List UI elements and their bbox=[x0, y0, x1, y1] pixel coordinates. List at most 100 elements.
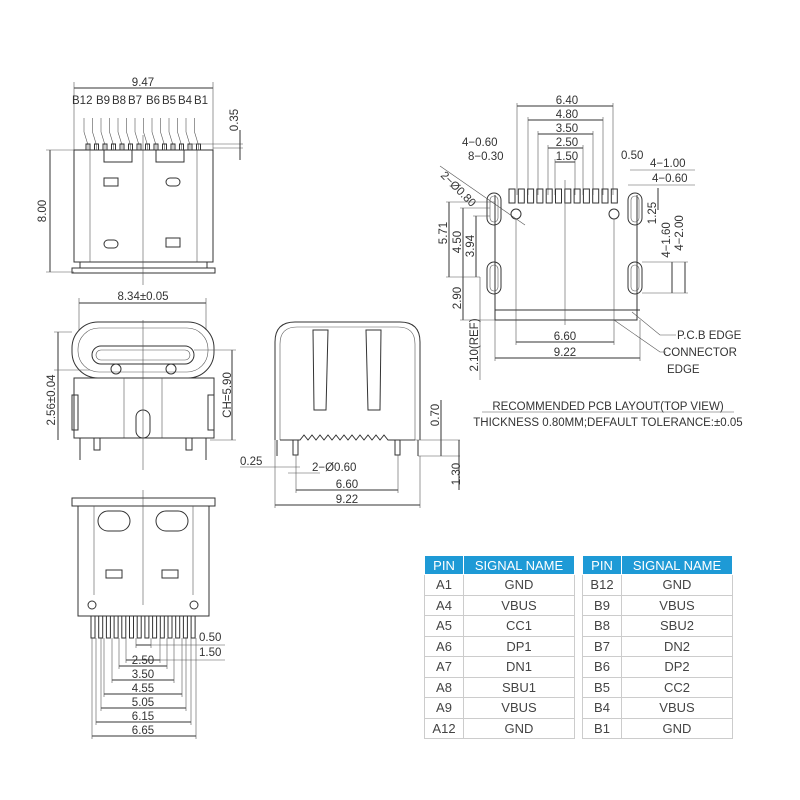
pin-label: B4 bbox=[178, 95, 193, 107]
pcb-right-dim: 4−1.60 bbox=[661, 222, 673, 258]
contact-marking-icon bbox=[103, 177, 119, 187]
col-signal-name: SIGNAL NAME bbox=[463, 555, 575, 575]
pcb-right-dim: 1.25 bbox=[647, 202, 659, 224]
ch-dim: CH=5.90 bbox=[222, 372, 234, 418]
pcb-callout: 4−1.00 bbox=[650, 158, 686, 170]
signal-name-cell: VBUS bbox=[463, 697, 575, 719]
col-pin: PIN bbox=[582, 555, 622, 575]
pcb-layout: 6.40 4.80 3.50 2.50 1.50 4−0.60 8−0.30 2… bbox=[438, 95, 743, 429]
pcb-left-dim: 3.94 bbox=[465, 234, 477, 257]
pcb-callout: 4−0.60 bbox=[462, 137, 498, 149]
pcb-top-dim: 3.50 bbox=[556, 123, 578, 135]
bottom-dim: 5.05 bbox=[132, 697, 154, 709]
pin bbox=[152, 615, 158, 639]
pin bbox=[136, 615, 142, 639]
contact-marking-icon bbox=[165, 237, 181, 248]
bottom-dim-1.50: 1.50 bbox=[199, 647, 221, 659]
signal-name-cell: DN2 bbox=[621, 635, 733, 657]
bottom-dim: 6.15 bbox=[132, 711, 154, 723]
pcb-left-dim: 2.90 bbox=[452, 287, 464, 309]
signal-name-cell: VBUS bbox=[621, 594, 733, 616]
pcb-top-dim: 1.50 bbox=[556, 151, 578, 163]
top-height-dim: 8.00 bbox=[37, 200, 49, 222]
side-height-a: 0.70 bbox=[430, 404, 442, 426]
pin-label: B6 bbox=[146, 95, 160, 107]
signal-name-cell: VBUS bbox=[621, 697, 733, 719]
pin-leader bbox=[143, 118, 148, 150]
pin-leader bbox=[100, 118, 106, 150]
pcb-top-dim: 6.40 bbox=[556, 95, 578, 107]
pcb-right-dim: 4−2.00 bbox=[674, 215, 686, 251]
pcb-top-dim: 2.50 bbox=[556, 137, 578, 149]
signal-name-cell: GND bbox=[463, 574, 575, 596]
pin-label: B5 bbox=[162, 95, 176, 107]
pin-cell: A1 bbox=[424, 574, 464, 596]
pin-cell: A12 bbox=[424, 717, 464, 739]
pin-cell: A6 bbox=[424, 635, 464, 657]
bottom-dim: 2.50 bbox=[132, 655, 154, 667]
top-view: 9.47 B12 B9 B8 B7 B6 B5 B4 B1 8.00 0.35 bbox=[37, 77, 243, 285]
pcb-caption-note: THICKNESS 0.80MM;DEFAULT TOLERANCE:±0.05 bbox=[473, 417, 742, 429]
pin-label: B7 bbox=[128, 95, 142, 107]
pcb-pad bbox=[564, 188, 572, 204]
pcb-pad bbox=[601, 188, 609, 204]
connector-edge-label: CONNECTOR bbox=[663, 347, 737, 359]
pin-leader bbox=[134, 118, 140, 150]
col-pin: PIN bbox=[424, 555, 464, 575]
bottom-view: 0.50 1.50 2.50 3.50 4.55 5.05 6.15 6.65 bbox=[71, 490, 225, 739]
pin-leader bbox=[177, 118, 182, 150]
pcb-callout: 8−0.30 bbox=[468, 151, 504, 163]
pin-label: B1 bbox=[194, 95, 208, 107]
top-width-dim: 9.47 bbox=[132, 77, 154, 89]
pin-leader bbox=[185, 118, 191, 150]
pin-cell: B6 bbox=[582, 656, 622, 678]
pin-cell: B8 bbox=[582, 615, 622, 637]
pin-label: B9 bbox=[96, 95, 110, 107]
pcb-pad bbox=[592, 188, 600, 204]
pcb-left-dim: 4.50 bbox=[452, 231, 464, 253]
pcb-pad bbox=[527, 188, 535, 204]
connector-edge-label-2: EDGE bbox=[667, 364, 700, 376]
pcb-callout: 0.50 bbox=[621, 150, 643, 162]
pin-cell: A7 bbox=[424, 656, 464, 678]
front-width-dim: 8.34±0.05 bbox=[117, 291, 168, 303]
pin bbox=[129, 615, 134, 639]
side-offset-dim: 0.25 bbox=[240, 456, 262, 468]
signal-name-cell: DP2 bbox=[621, 656, 733, 678]
pcb-pad bbox=[508, 188, 516, 204]
pin-label: B12 bbox=[72, 95, 92, 107]
pcb-pad bbox=[536, 188, 544, 204]
col-signal-name: SIGNAL NAME bbox=[621, 555, 733, 575]
pin bbox=[144, 615, 150, 639]
pin-leader bbox=[92, 118, 97, 150]
side-height-b: 1.30 bbox=[451, 463, 463, 485]
pin bbox=[121, 615, 127, 639]
pin-cell: B7 bbox=[582, 635, 622, 657]
pin-leader bbox=[117, 118, 123, 150]
bottom-dim: 4.55 bbox=[132, 683, 154, 695]
pcb-top-dim: 4.80 bbox=[556, 109, 578, 121]
pcb-left-dim: 5.71 bbox=[438, 222, 450, 244]
side-hole-dim: 2−Ø0.60 bbox=[312, 462, 356, 474]
pin-leader bbox=[194, 118, 199, 150]
signal-name-cell: DP1 bbox=[463, 635, 575, 657]
pin bbox=[190, 615, 196, 639]
side-outer-dim: 9.22 bbox=[336, 494, 358, 506]
pcb-bottom-dim: 9.22 bbox=[554, 347, 576, 359]
pin-leader bbox=[160, 118, 165, 150]
pin-cell: B9 bbox=[582, 594, 622, 616]
pin-cell: B1 bbox=[582, 717, 622, 739]
